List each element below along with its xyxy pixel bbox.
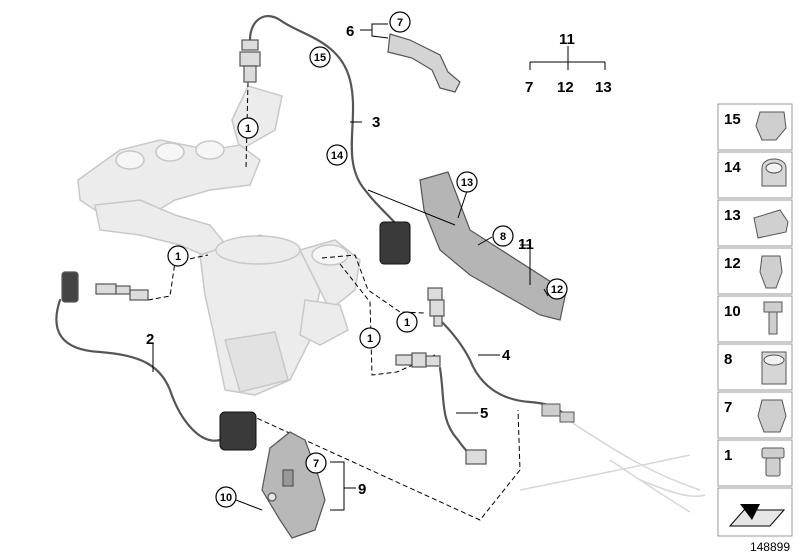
bracket-9 bbox=[261, 431, 326, 539]
legend-label-0: 15 bbox=[724, 111, 741, 128]
harness-ghost-lines bbox=[519, 414, 706, 513]
legend-label-5: 8 bbox=[724, 351, 732, 368]
legend-label-6: 7 bbox=[724, 399, 732, 416]
bubble-12: 12 bbox=[551, 284, 563, 296]
legend-label-4: 10 bbox=[724, 303, 741, 320]
bubble-1-right: 1 bbox=[404, 317, 410, 329]
callout-4: 4 bbox=[502, 347, 511, 364]
tree-11-right: 13 bbox=[595, 79, 612, 96]
tree-11-mid: 12 bbox=[557, 79, 574, 96]
bubble-1-left: 1 bbox=[175, 251, 181, 263]
legend-part-clip-12 bbox=[759, 255, 783, 289]
legend-part-clamp-8 bbox=[761, 351, 787, 385]
legend-part-clip-15 bbox=[755, 111, 787, 141]
legend-part-plug-1 bbox=[761, 447, 785, 477]
legend-part-clip-13 bbox=[753, 209, 789, 239]
callout-9: 9 bbox=[358, 481, 366, 498]
oxygen-sensor-5 bbox=[395, 352, 487, 465]
circled-callouts bbox=[167, 11, 568, 508]
legend-direction-arrow-icon bbox=[728, 504, 786, 527]
legend-label-1: 14 bbox=[724, 159, 741, 176]
oxygen-sensor-upper bbox=[239, 39, 261, 83]
legend-column: 15 14 13 12 10 8 7 1 bbox=[717, 103, 793, 537]
connector-plugs bbox=[219, 221, 575, 451]
bubble-7-bracket: 7 bbox=[313, 458, 319, 470]
callout-leaders bbox=[152, 23, 606, 511]
bracket-6 bbox=[387, 33, 461, 93]
callout-2: 2 bbox=[146, 331, 154, 348]
bubble-1-manifold: 1 bbox=[245, 123, 251, 135]
bubble-8: 8 bbox=[500, 231, 506, 243]
oxygen-sensor-4 bbox=[427, 287, 445, 327]
legend-part-clamp-14 bbox=[761, 158, 787, 187]
legend-label-3: 12 bbox=[724, 255, 741, 272]
bubble-10: 10 bbox=[220, 492, 232, 504]
legend-part-bolt-10 bbox=[763, 301, 783, 335]
bubble-15: 15 bbox=[314, 52, 326, 64]
figure-id: 148899 bbox=[749, 540, 790, 554]
legend-label-2: 13 bbox=[724, 207, 741, 224]
legend-label-7: 1 bbox=[724, 447, 732, 464]
legend-part-clip-7 bbox=[757, 399, 787, 433]
callout-5: 5 bbox=[480, 405, 488, 422]
bubble-7-top: 7 bbox=[397, 17, 403, 29]
callout-11: 11 bbox=[518, 236, 534, 253]
bubble-1-lower: 1 bbox=[367, 333, 373, 345]
bubble-13: 13 bbox=[461, 177, 473, 189]
tree-11-left: 7 bbox=[525, 79, 533, 96]
exhaust-manifold-illustration bbox=[77, 85, 361, 396]
tree-11-top: 11 bbox=[559, 31, 575, 48]
oxygen-sensor-left bbox=[61, 271, 149, 303]
callout-6: 6 bbox=[346, 23, 354, 40]
bubble-14: 14 bbox=[331, 150, 344, 162]
callout-3: 3 bbox=[372, 114, 380, 131]
